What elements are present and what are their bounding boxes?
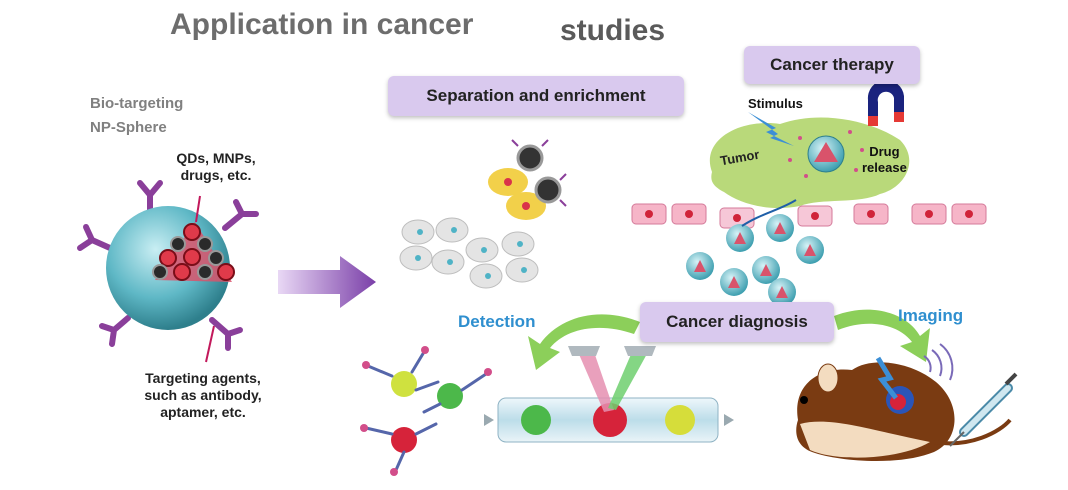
stimulus-label: Stimulus (748, 96, 803, 111)
agents-line1: Targeting agents, (145, 370, 261, 386)
imaging-label: Imaging (898, 306, 964, 325)
page-title-continued: studies (560, 14, 666, 47)
agents-line2: such as antibody, (144, 387, 262, 403)
labeled-particles (360, 346, 492, 476)
targeting-callout: Targeting agents, such as antibody, apta… (108, 370, 298, 421)
agents-line3: aptamer, etc. (160, 404, 246, 420)
payload-line2: drugs, etc. (180, 167, 252, 183)
detection-tube (484, 346, 734, 443)
np-label-line1: Bio-targeting (90, 95, 184, 112)
therapy-box: Cancer therapy (744, 46, 920, 84)
syringe-icon (949, 372, 1018, 447)
page-title: Application in cancer (170, 8, 474, 41)
np-label-line2: NP-Sphere (90, 119, 167, 136)
payload-callout: QDs, MNPs, drugs, etc. (156, 150, 276, 184)
np-sphere (77, 180, 259, 363)
imaging-arrow (834, 309, 930, 362)
separation-box: Separation and enrichment (388, 76, 684, 116)
detection-label: Detection (458, 312, 536, 331)
magnet-icon (867, 79, 904, 126)
flow-arrow (278, 256, 376, 308)
np-sphere-label: Bio-targeting NP-Sphere (90, 92, 183, 140)
antibody-icons (77, 180, 259, 351)
detection-arrow (528, 314, 640, 370)
drug-label-line2: release (862, 160, 907, 175)
payload-line1: QDs, MNPs, (176, 150, 256, 166)
diagnosis-box: Cancer diagnosis (640, 302, 834, 342)
mouse-illustration (796, 343, 1018, 462)
drug-release-label: Drug release (862, 144, 907, 176)
separation-cells (399, 139, 567, 289)
drug-label-line1: Drug (869, 144, 900, 159)
therapy-scene (631, 79, 987, 306)
